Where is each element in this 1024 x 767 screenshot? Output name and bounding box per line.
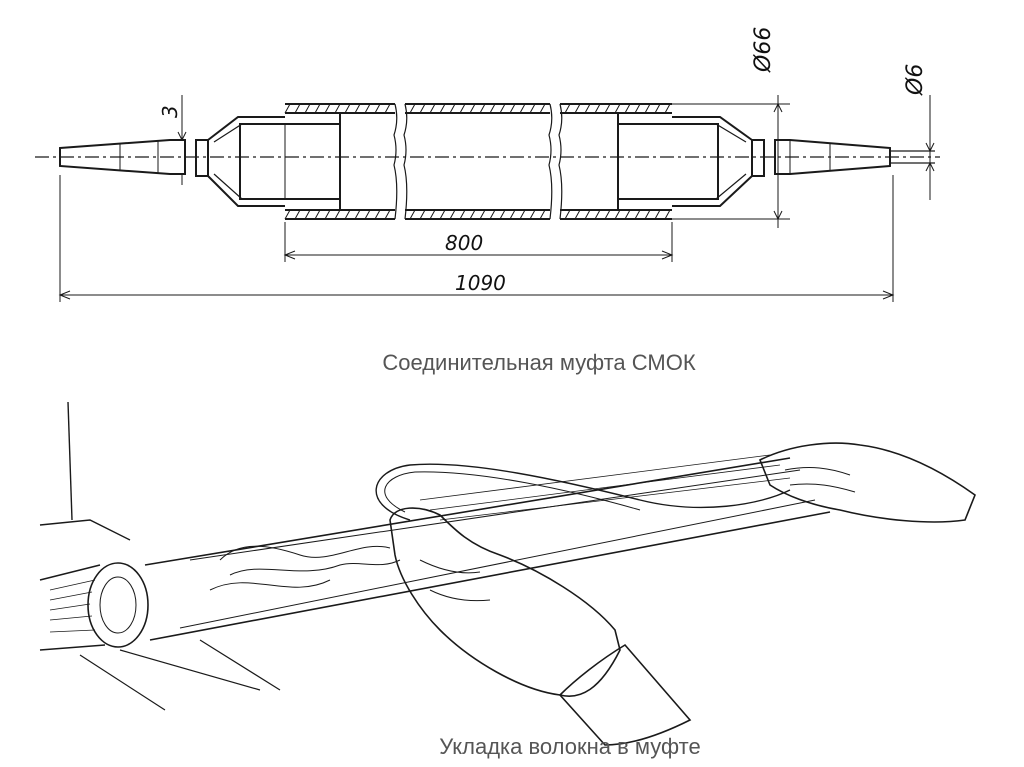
dim-cable-diameter: Ø6 bbox=[903, 64, 928, 96]
left-cable-end bbox=[59, 139, 186, 175]
fiber-loop bbox=[375, 463, 791, 521]
right-hand bbox=[758, 442, 976, 523]
dim-outer-diameter: Ø66 bbox=[751, 27, 776, 73]
fiber-laying-illustration bbox=[39, 401, 976, 746]
top-figure-caption: Соединительная муфта СМОК bbox=[382, 350, 696, 375]
right-nozzle bbox=[751, 139, 765, 177]
bottom-figure-caption: Укладка волокна в муфте bbox=[439, 734, 701, 759]
right-cone-outer bbox=[672, 116, 753, 141]
left-nozzle bbox=[195, 139, 209, 177]
sleeve-middle bbox=[405, 103, 550, 220]
left-cuff bbox=[558, 643, 692, 746]
right-inner-cylinder bbox=[617, 123, 719, 200]
coupling-body-bottom bbox=[149, 511, 831, 641]
dim-overall-length: 1090 bbox=[455, 271, 506, 295]
coupling-body-top bbox=[144, 457, 791, 566]
dim-end-gap: 3 bbox=[158, 105, 182, 118]
left-inner-cylinder bbox=[239, 123, 341, 200]
left-cone-outer bbox=[207, 116, 285, 141]
dim-sleeve-length: 800 bbox=[445, 231, 483, 255]
sleeve-right-half bbox=[560, 103, 672, 220]
right-cable-end bbox=[774, 139, 891, 175]
left-hand bbox=[389, 507, 621, 697]
cable-bundle-end bbox=[87, 562, 149, 648]
